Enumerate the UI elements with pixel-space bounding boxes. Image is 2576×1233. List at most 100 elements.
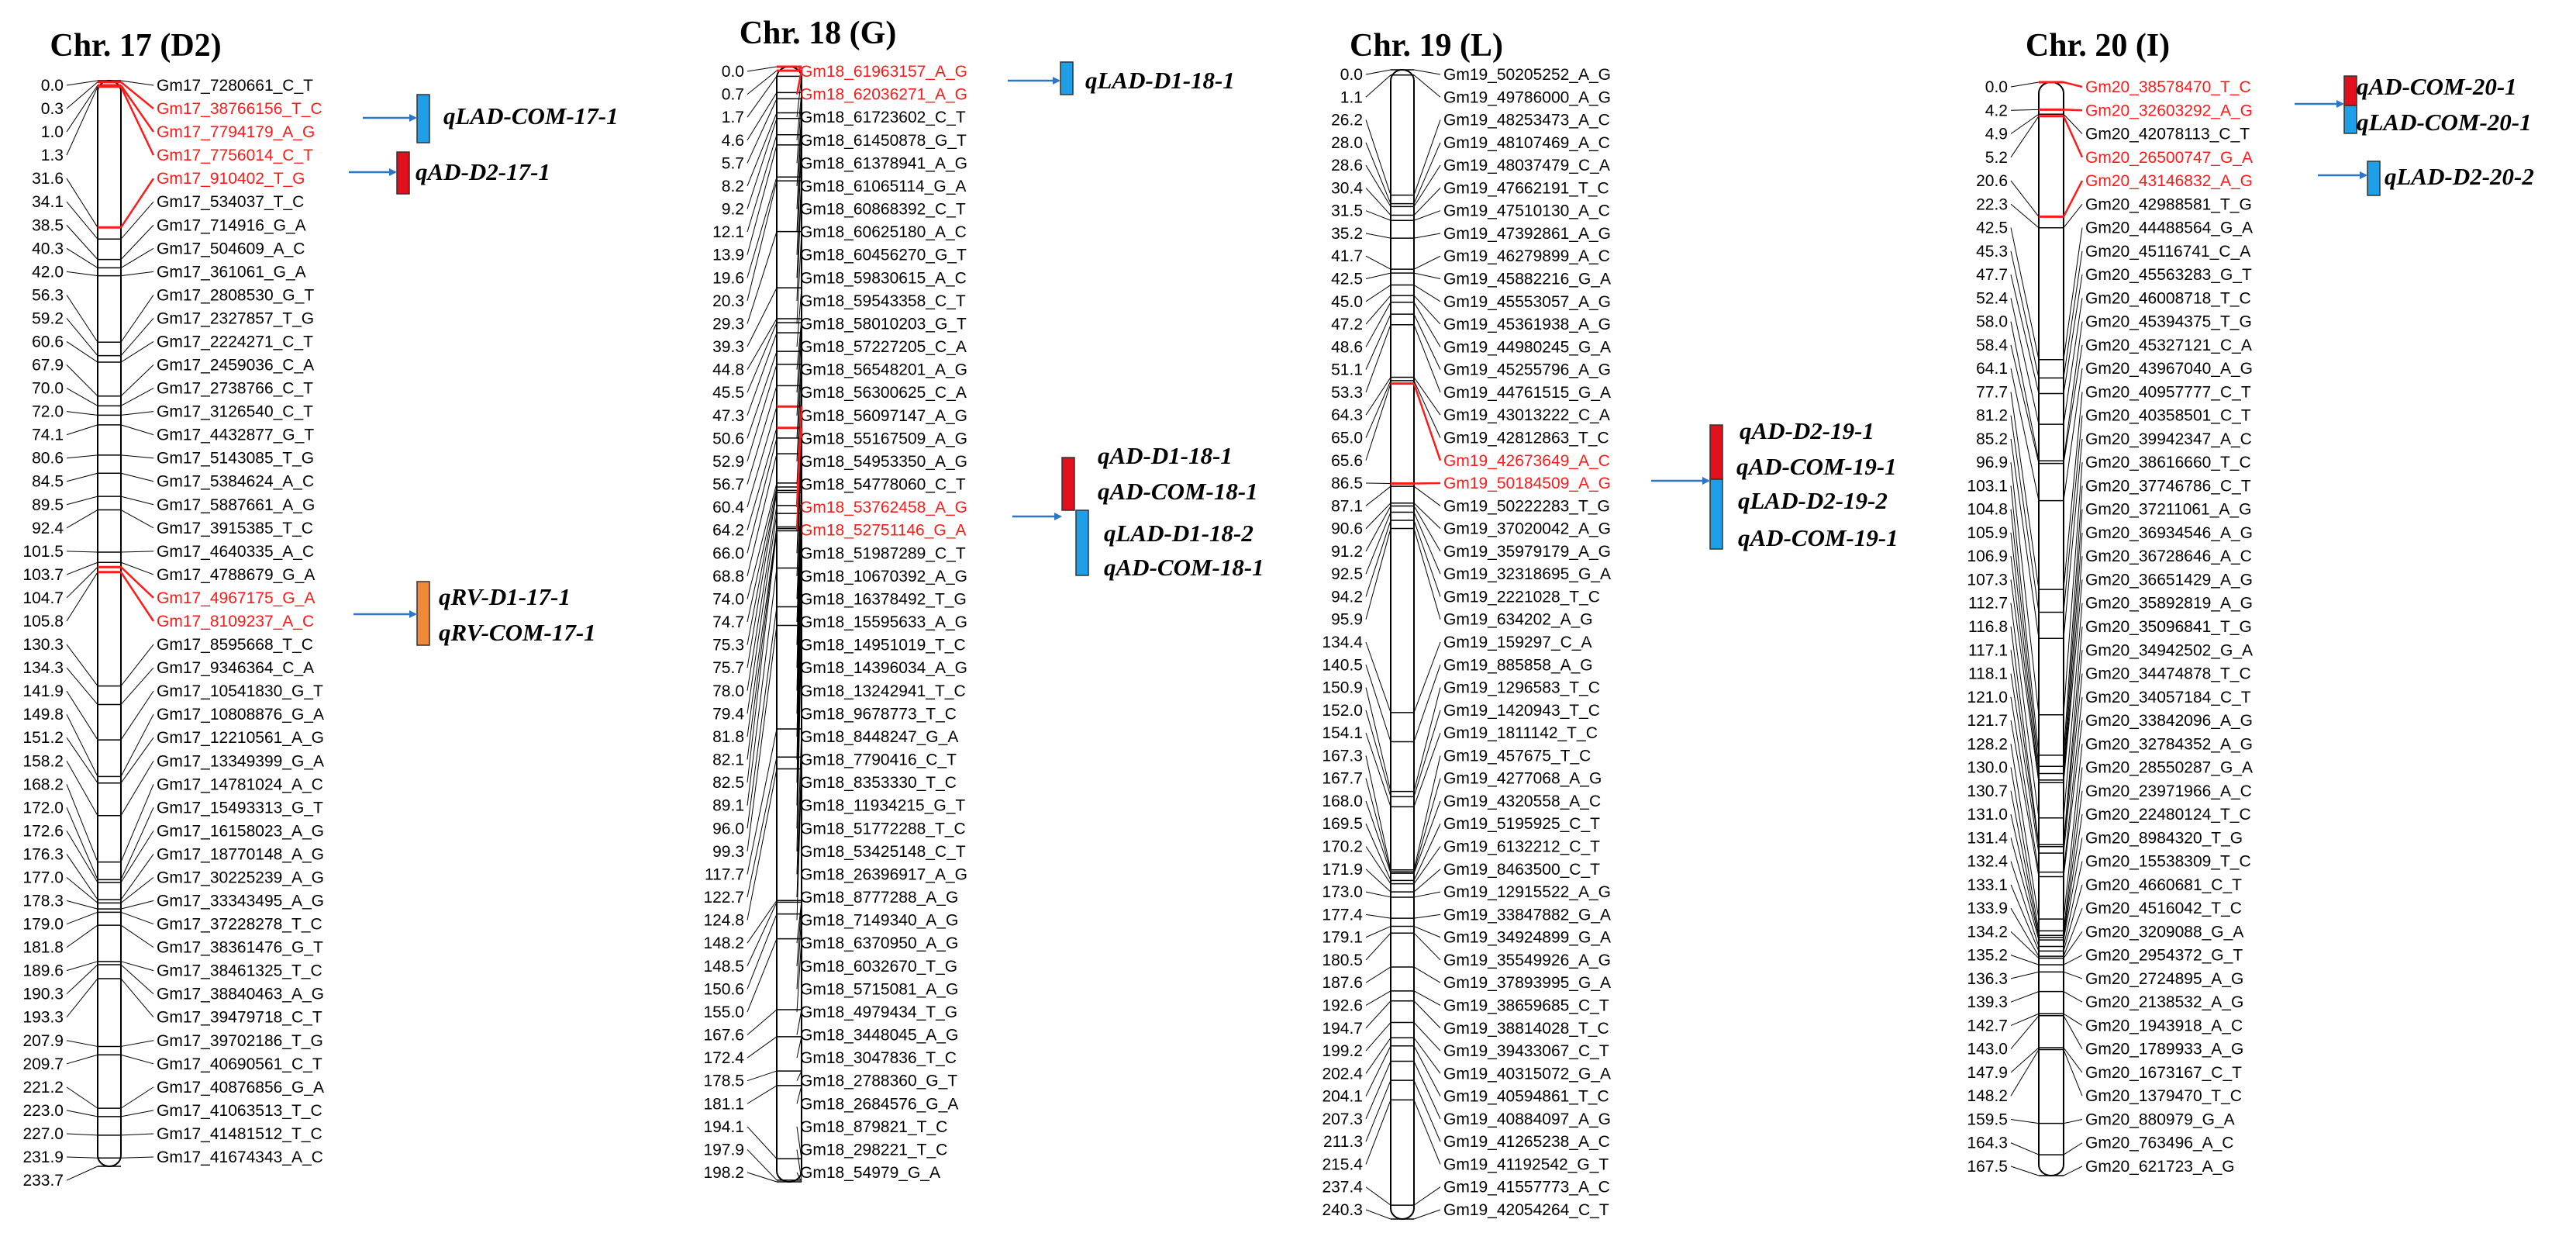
marker-label: Gm19_12915522_A_G (1443, 883, 1611, 901)
marker-connector (120, 713, 154, 777)
marker-label: Gm18_61963157_A_G (800, 63, 967, 81)
position-connector (2010, 116, 2040, 158)
position-label: 67.9 (32, 357, 64, 375)
marker-label: Gm19_35549926_A_G (1443, 952, 1611, 969)
position-connector (2010, 813, 2040, 938)
marker-label: Gm17_5384624_A_C (157, 473, 314, 491)
marker-label: Gm17_16158023_A_G (157, 822, 324, 840)
marker-connector (120, 877, 154, 903)
position-label: 85.2 (1976, 430, 2008, 448)
marker-connector (120, 551, 154, 553)
position-label: 81.2 (1976, 407, 2008, 425)
marker-label: Gm20_3209088_G_A (2085, 923, 2243, 941)
position-connector (747, 1070, 778, 1082)
position-connector (1365, 285, 1391, 302)
marker-label: Gm20_36934546_A_G (2085, 524, 2253, 542)
position-connector (747, 76, 778, 118)
position-connector (747, 144, 778, 255)
position-label: 136.3 (1967, 970, 2008, 988)
marker-connector (120, 924, 154, 948)
position-label: 84.5 (32, 473, 64, 491)
marker-label: Gm19_35979179_A_G (1443, 543, 1611, 561)
position-connector (2010, 626, 2040, 845)
position-connector (66, 295, 98, 343)
position-label: 198.2 (703, 1164, 744, 1182)
position-connector (2010, 603, 2040, 818)
marker-connector (2062, 116, 2084, 158)
position-label: 80.6 (32, 450, 64, 468)
marker-label: Gm17_38361476_G_T (157, 939, 323, 957)
position-label: 94.2 (1331, 588, 1363, 606)
marker-connector (120, 644, 154, 686)
marker-label: Gm20_37211061_A_G (2085, 501, 2251, 519)
position-label: 149.8 (22, 706, 64, 724)
position-label: 29.3 (712, 315, 744, 333)
position-connector (747, 406, 778, 508)
position-label: 178.3 (22, 893, 64, 910)
position-connector (2010, 790, 2040, 936)
position-label: 180.5 (1322, 952, 1363, 969)
position-connector (66, 85, 98, 133)
marker-connector (796, 768, 802, 920)
position-connector (747, 231, 778, 324)
position-connector (747, 486, 778, 623)
position-label: 130.0 (1967, 759, 2008, 777)
marker-label: Gm20_2724895_A_G (2085, 970, 2243, 988)
marker-connector (120, 80, 154, 86)
position-connector (66, 341, 98, 363)
marker-label: Gm18_55167509_A_G (800, 430, 967, 447)
position-connector (1365, 255, 1391, 270)
position-label: 199.2 (1322, 1042, 1363, 1060)
marker-label: Gm17_2808530_G_T (157, 286, 314, 304)
position-connector (66, 737, 98, 784)
position-connector (2010, 720, 2040, 877)
position-connector (747, 318, 778, 370)
marker-label: Gm20_1789933_A_G (2085, 1041, 2243, 1059)
position-connector (2010, 556, 2040, 780)
marker-label: Gm19_50222283_T_G (1443, 497, 1610, 515)
position-connector (66, 667, 98, 705)
marker-label: Gm20_4516042_T_C (2085, 900, 2242, 917)
position-label: 240.3 (1322, 1201, 1363, 1219)
marker-connector (2063, 971, 2083, 979)
position-connector (747, 322, 778, 393)
position-label: 4.9 (1985, 126, 2008, 143)
position-connector (66, 784, 98, 862)
position-label: 4.6 (722, 132, 744, 150)
position-connector (747, 92, 778, 141)
qtl-group: qLAD-D1-18-1 (1008, 61, 1235, 95)
position-connector (1365, 914, 1391, 919)
chromosome-title: Chr. 20 (I) (2026, 28, 2170, 64)
position-label: 154.1 (1322, 724, 1363, 742)
marker-connector (1413, 932, 1441, 961)
position-label: 86.5 (1331, 475, 1363, 492)
position-label: 139.3 (1967, 993, 2008, 1011)
marker-connector (2063, 696, 2083, 872)
marker-label: Gm17_30225239_A_G (157, 869, 324, 886)
position-connector (1365, 755, 1391, 870)
position-label: 47.7 (1976, 266, 2008, 284)
position-label: 40.3 (32, 240, 64, 257)
position-label: 148.2 (1967, 1087, 2008, 1105)
qtl-label: qLAD-COM-17-1 (443, 102, 619, 130)
marker-connector (120, 978, 154, 1018)
marker-label: Gm19_6132212_C_T (1443, 838, 1600, 856)
marker-connector (1413, 687, 1441, 792)
position-connector (1365, 528, 1391, 620)
position-connector (747, 568, 778, 806)
marker-connector (1413, 506, 1441, 552)
marker-connector (1413, 503, 1441, 529)
marker-label: Gm20_4660681_C_T (2085, 876, 2242, 894)
marker-connector (796, 757, 802, 898)
position-label: 1.1 (1340, 88, 1363, 106)
position-connector (66, 496, 98, 506)
position-connector (66, 961, 98, 972)
qtl-label: qLAD-D1-18-2 (1104, 520, 1254, 547)
marker-label: Gm19_159297_C_A (1443, 634, 1591, 651)
qtl-bar (1061, 457, 1075, 511)
marker-label: Gm19_45255796_A_G (1443, 361, 1611, 379)
position-connector (747, 427, 778, 530)
qtl-label: qLAD-D2-20-2 (2385, 163, 2534, 190)
chromosome-bar (97, 80, 122, 1167)
marker-connector (796, 288, 802, 347)
